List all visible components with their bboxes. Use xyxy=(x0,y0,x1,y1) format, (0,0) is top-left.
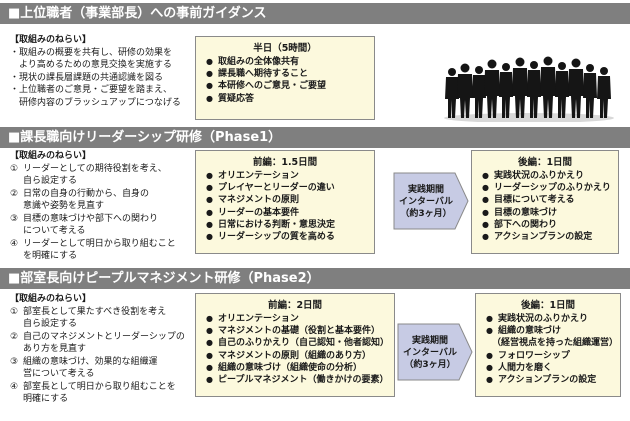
s2-box1-item: ●リーダーシップの質を高める xyxy=(206,232,335,243)
s2-box1-title: 前編：1.5日間 xyxy=(252,157,318,168)
s3-arrow-line: （約3ヶ月） xyxy=(404,360,456,370)
s2-arrow-line: （約3ヶ月） xyxy=(400,209,452,219)
s3-box1-item: ●組織の意味づけ（組織使命の分析） xyxy=(206,362,363,373)
s2-box2-item: ●リーダーシップのふりかえり xyxy=(482,183,611,194)
s2-box2-item: ●実践状況のふりかえり xyxy=(482,171,585,181)
s2-box2-item: ●目標の意味づけ xyxy=(482,207,558,218)
s3-box2-item: ●フォロワーシップ xyxy=(486,350,570,361)
s3-arrow-line: 実践期間 xyxy=(411,336,448,346)
s3-box2-item: ●人間力を磨く xyxy=(486,362,553,373)
s3-box2-title: 後編：1日間 xyxy=(520,300,576,311)
s1-aim-line: ・取組みの概要を共有し、研修の効果を xyxy=(10,47,173,58)
s1-aims: 【取組みのねらい】 ・取組みの概要を共有し、研修の効果を より高めるための意見交… xyxy=(10,34,181,109)
s2-box2-item: ●部下への関わり xyxy=(482,219,558,230)
s2-interval-arrow: 実践期間 インターバル （約3ヶ月） xyxy=(393,172,469,230)
s2-box1-item: ●日常における判断・意思決定 xyxy=(206,219,336,230)
s2-first-half-box: 前編：1.5日間 ●オリエンテーション ●プレイヤーとリーダーの違い ●マネジメ… xyxy=(195,150,375,254)
s3-box1-item: ●マネジメントの基礎（役割と基本要件） xyxy=(206,326,381,337)
s1-aim-line: ・現状の課長層課題の共通認識を図る xyxy=(10,72,164,83)
s1-box-item: ●取組みの全体像共有 xyxy=(206,57,300,67)
s2-arrow-line: 実践期間 xyxy=(407,185,444,195)
s3-second-half-box: 後編：1日間 ●実践状況のふりかえり ●組織の意味づけ （経営視点を持った組織運… xyxy=(475,293,621,397)
business-people-silhouette-image xyxy=(440,44,618,123)
s1-content-box: 半日（5時間） ●取組みの全体像共有 ●課長職へ期待すること ●本研修へのご意見… xyxy=(195,36,375,120)
s2-box1-item: ●マネジメントの原則 xyxy=(206,195,300,206)
s3-box1-item: ●マネジメントの原則（組織のあり方） xyxy=(206,350,372,361)
s3-box1-item: ●オリエンテーション xyxy=(206,314,299,324)
s3-box1-item: ●自己のふりかえり（自己認知・他者認知） xyxy=(206,338,390,349)
s2-box2-item: ●目標について考える xyxy=(482,195,575,206)
s1-box-title: 半日（5時間） xyxy=(253,43,317,54)
s2-aim-title: 【取組みのねらい】 xyxy=(10,151,92,161)
section-header-phase2: ■部室長向けピープルマネジメント研修（Phase2） xyxy=(0,268,630,289)
s3-box2-item: ●実践状況のふりかえり xyxy=(486,314,589,324)
arrow-shape-icon xyxy=(393,172,469,230)
s1-box-item: ●本研修へのご意見・ご要望 xyxy=(206,81,327,92)
s3-aim-title: 【取組みのねらい】 xyxy=(10,294,92,304)
s2-box1-item: ●オリエンテーション xyxy=(206,171,299,181)
s3-box1-item: ●ピープルマネジメント（働きかけの要素） xyxy=(206,375,389,386)
s1-aim-title: 【取組みのねらい】 xyxy=(10,35,92,45)
s3-interval-arrow: 実践期間 インターバル （約3ヶ月） xyxy=(397,323,473,381)
s2-box1-item: ●プレイヤーとリーダーの違い xyxy=(206,183,335,194)
s1-box-item: ●質疑応答 xyxy=(206,93,255,104)
s1-aim-line: より高めるための意見交換を実施する xyxy=(19,60,172,70)
s2-box1-item: ●リーダーの基本要件 xyxy=(206,207,300,218)
s1-box-item: ●課長職へ期待すること xyxy=(206,69,309,80)
s3-box1-title: 前編：2日間 xyxy=(267,300,323,311)
s2-box2-title: 後編：1日間 xyxy=(517,157,573,168)
s3-box2-item: ●組織の意味づけ xyxy=(486,326,562,337)
s2-box2-item: ●アクションプランの設定 xyxy=(482,232,593,243)
s2-arrow-line: インターバル xyxy=(399,197,453,207)
section-header-phase1: ■課長職向けリーダーシップ研修（Phase1） xyxy=(0,127,630,148)
s1-aim-line: ・上位職者のご意見・ご要望を踏まえ、 xyxy=(10,85,173,95)
s3-first-half-box: 前編：2日間 ●オリエンテーション ●マネジメントの基礎（役割と基本要件） ●自… xyxy=(195,293,395,397)
s3-box2-item: （経営視点を持った組織運営） xyxy=(492,338,619,349)
section-header-guidance: ■上位職者（事業部長）への事前ガイダンス xyxy=(0,3,630,24)
s1-aim-line: 研修内容のブラッシュアップにつなげる xyxy=(19,97,181,108)
s3-box2-item: ●アクションプランの設定 xyxy=(486,375,597,386)
s3-arrow-line: インターバル xyxy=(403,348,457,358)
arrow-shape-icon xyxy=(397,323,473,381)
s2-second-half-box: 後編：1日間 ●実践状況のふりかえり ●リーダーシップのふりかえり ●目標につい… xyxy=(471,150,619,254)
